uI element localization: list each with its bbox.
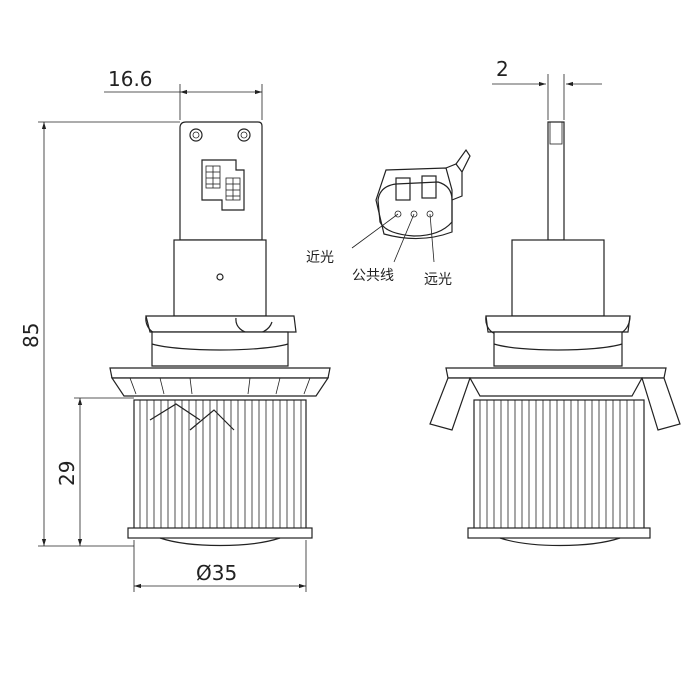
mount-hole-right [237,128,251,142]
heatsink [133,399,307,533]
bulb-neck [173,239,267,317]
dim-chip-thickness: 2 [496,57,509,81]
side-chip-board [547,121,565,241]
dim-heatsink-height: 29 [55,461,79,486]
dimension-lines: 16.6 2 85 29 Ø35 [19,57,602,592]
connector-plug [375,167,453,240]
connector-detail: 近光 公共线 远光 [306,148,471,288]
led-chip [201,159,245,211]
mount-hole-left [189,128,203,142]
side-flange [445,367,667,379]
dim-total-height: 85 [19,323,43,348]
dim-diameter: Ø35 [196,561,237,585]
wire-label-common: 公共线 [352,268,394,284]
side-view [429,121,681,547]
front-view [109,121,331,547]
flange [109,367,331,379]
lock-ring [145,315,297,333]
wire-label-low-beam: 近光 [306,250,334,266]
wire-label-high-beam: 远光 [424,272,452,288]
dim-chip-width: 16.6 [108,67,153,91]
